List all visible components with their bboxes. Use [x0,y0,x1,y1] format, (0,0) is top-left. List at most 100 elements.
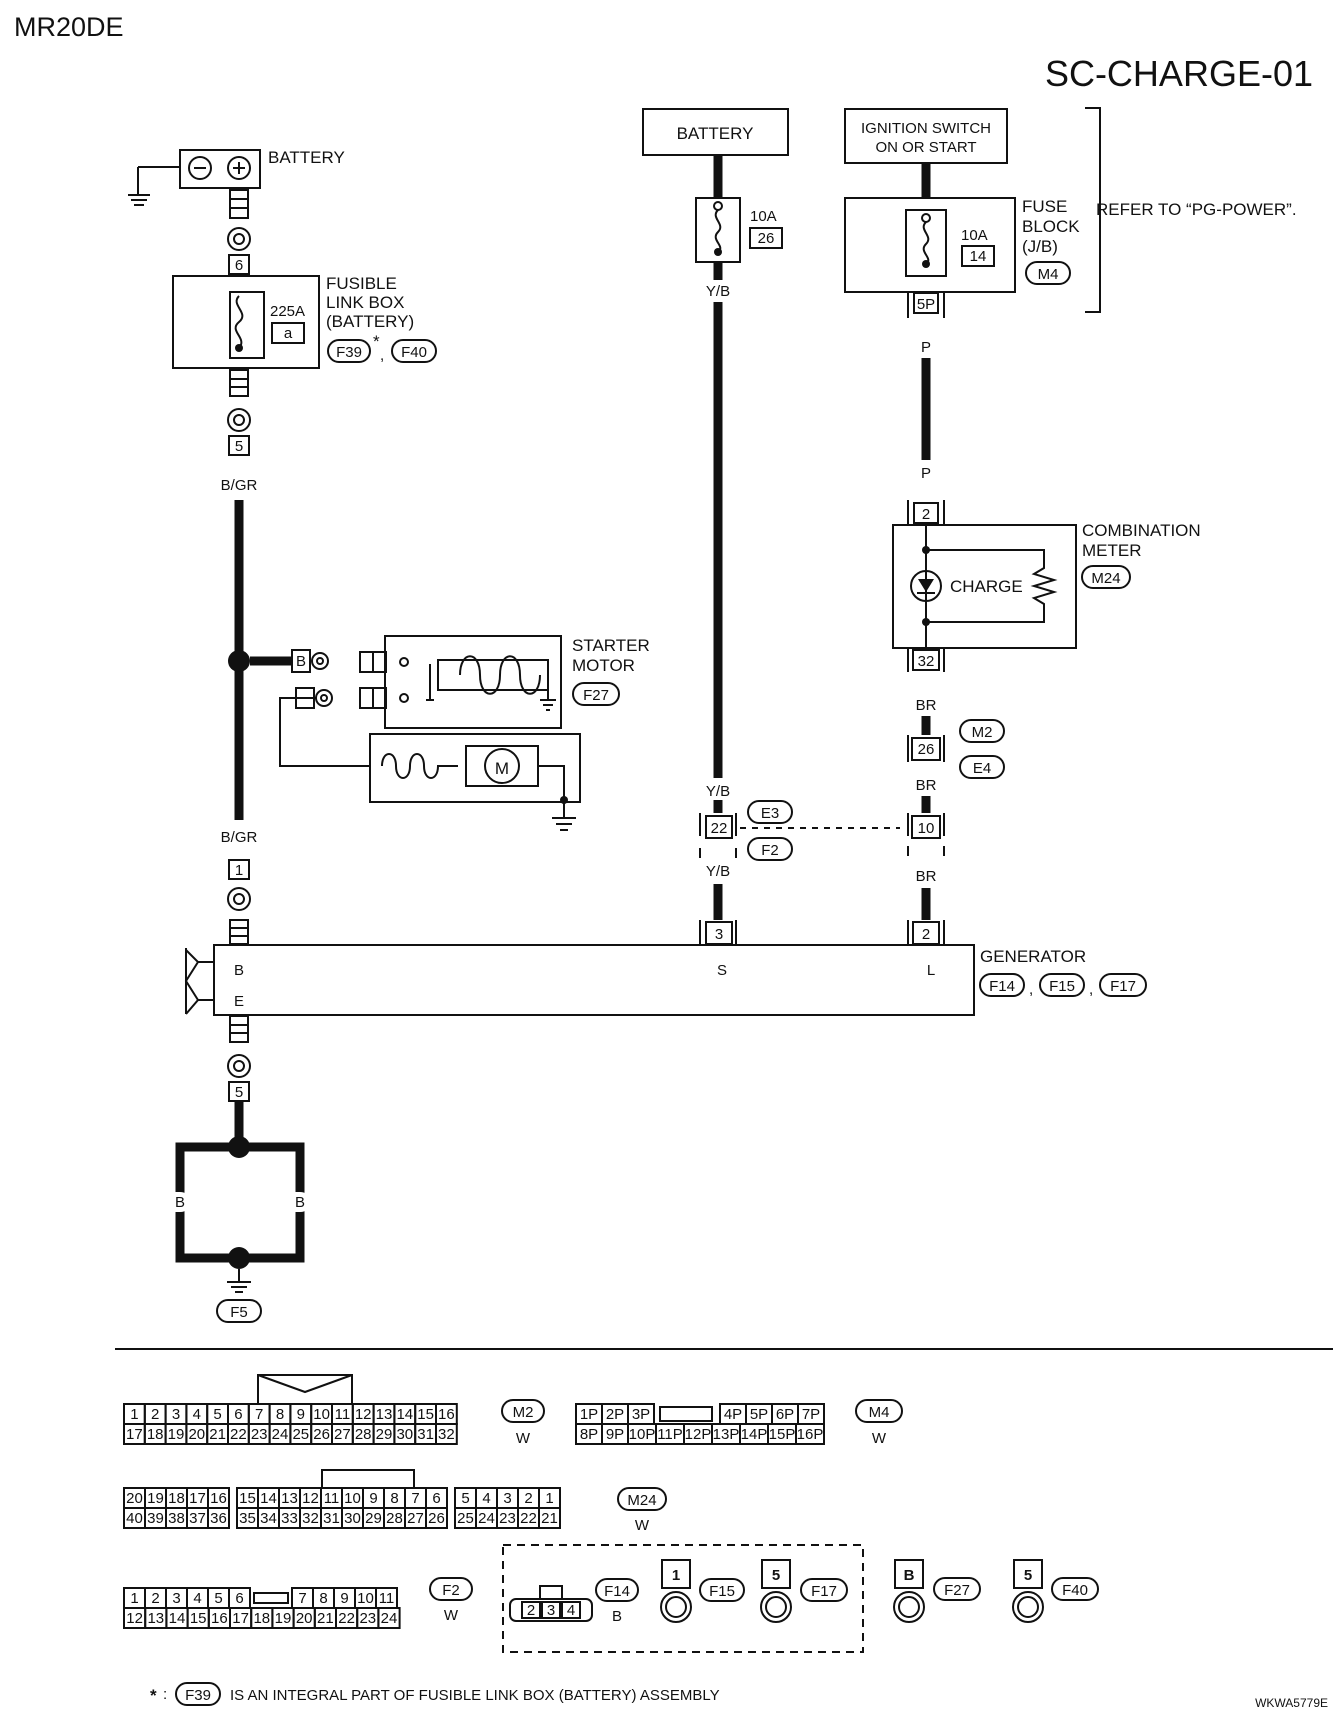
m2-pin-label: 25 [292,1426,309,1443]
pin-meter-in: 2 [922,506,930,523]
connector-view-f15: 1 F15 [660,1559,745,1623]
pin-gen-s: 3 [715,926,723,943]
pin-fl-in: 6 [235,257,243,274]
f2-pin-label: 11 [379,1590,395,1607]
starter-motor-connector: F27 [583,687,609,704]
ignition-switch-label-1: IGNITION SWITCH [861,120,991,137]
m24-pin-label: 8 [390,1490,398,1507]
m4-pin-label: 14P [741,1426,768,1443]
fuse-block-rating: 10A [961,227,988,244]
connector-view-m2-color: W [516,1430,531,1447]
m24-pin-label: 5 [461,1490,469,1507]
m24-pin-label: 22 [520,1510,537,1527]
f2-pin-label: 17 [232,1610,249,1627]
m2-pin-label: 22 [230,1426,247,1443]
m2-pin-label: 14 [396,1406,413,1423]
svg-text:,: , [1089,981,1093,998]
m2-pin-label: 7 [255,1406,263,1423]
pin-gen-b-term: 1 [235,862,243,879]
m2-pin-label: 18 [147,1426,164,1443]
charge-label: CHARGE [950,577,1023,596]
m24-pin-label: 3 [503,1490,511,1507]
connector-view-m24-color: W [635,1517,650,1534]
f2-pin-label: 16 [211,1610,228,1627]
f2-pin-label: 12 [126,1610,143,1627]
m2-pin-label: 10 [313,1406,330,1423]
m24-pin-label: 28 [386,1510,403,1527]
f2-pin-label: 13 [147,1610,164,1627]
m2-pin-label: 24 [272,1426,289,1443]
fusible-link-label-2: LINK BOX [326,293,404,312]
m4-pin-cell [795,1423,825,1445]
connector-view-f2-id: F2 [442,1582,460,1599]
fusible-link-star: * [373,332,380,351]
m2-pin-label: 20 [188,1426,205,1443]
ignition-switch: IGNITION SWITCH ON OR START [844,108,1008,164]
fuse-block-label-2: BLOCK [1022,217,1080,236]
m24-pin-label: 15 [239,1490,256,1507]
m2-pin-label: 5 [213,1406,221,1423]
f2-pin-label: 5 [214,1590,222,1607]
generator-connector-f17: F17 [1110,978,1136,995]
fusible-link-box: 225A a FUSIBLE LINK BOX (BATTERY) * F39 … [172,274,437,369]
m4-pin-label: 8P [580,1426,598,1443]
m2-pin-label: 17 [126,1426,143,1443]
m24-pin-label: 27 [407,1510,424,1527]
m2-pin-label: 21 [209,1426,226,1443]
f2-pin-label: 21 [317,1610,334,1627]
drawing-code: WKWA5779E [1255,1696,1328,1710]
svg-text:,: , [380,347,384,364]
connector-view-f40: 5 F40 [1012,1559,1099,1623]
m24-pin-label: 30 [344,1510,361,1527]
m24-pin-label: 1 [545,1490,553,1507]
m24-pin-label: 32 [302,1510,319,1527]
m24-pin-cell [425,1507,448,1529]
m2-pin-label: 6 [234,1406,242,1423]
m24-pin-label: 10 [344,1490,361,1507]
m4-pin-label: 12P [685,1426,712,1443]
m24-pin-label: 39 [147,1510,164,1527]
connector-view-m24-id: M24 [627,1492,656,1509]
wire-br-3: BR [916,868,937,885]
connector-view-f27-pin: B [904,1567,915,1584]
wire-yb-upper: Y/B [706,283,730,300]
connector-view-m2-id: M2 [513,1404,534,1421]
starter-motor-symbol: M [495,759,509,778]
wire-br-2: BR [916,777,937,794]
m4-pin-label: 3P [632,1406,650,1423]
m24-pin-label: 40 [126,1510,143,1527]
connector-view-f15-id: F15 [709,1583,735,1600]
m24-pin-cell [207,1507,230,1529]
connector-view-f14-pin-3: 3 [547,1602,555,1619]
engine-label: MR20DE [14,12,124,42]
m2-pin-label: 8 [276,1406,284,1423]
m4-pin-label: 5P [750,1406,768,1423]
svg-text::: : [163,1686,167,1703]
diagram-id: SC-CHARGE-01 [1045,53,1313,94]
wire-p-lower: P [921,465,931,482]
m2-pin-label: 28 [355,1426,372,1443]
m24-pin-label: 14 [260,1490,277,1507]
connector-view-f27-id: F27 [944,1582,970,1599]
m4-pin-label: 6P [776,1406,794,1423]
footnote-text: IS AN INTEGRAL PART OF FUSIBLE LINK BOX … [230,1687,720,1704]
wire-b-left: B [175,1194,185,1211]
wire-p-upper: P [921,339,931,356]
starter-motor-label-2: MOTOR [572,656,635,675]
m24-pin-label: 23 [499,1510,516,1527]
combination-meter-connector: M24 [1091,570,1120,587]
connector-view-m4-id: M4 [869,1404,890,1421]
generator-terminal-l: L [927,962,935,979]
m24-pin-label: 20 [126,1490,143,1507]
generator: B E S L GENERATOR F14 , F15 , F17 [184,944,1147,1016]
m24-pin-label: 25 [457,1510,474,1527]
m24-pin-label: 24 [478,1510,495,1527]
connector-view-f17-pin: 5 [772,1567,780,1584]
fuse-battery-no: 26 [758,230,775,247]
m24-pin-label: 2 [524,1490,532,1507]
f2-pin-label: 22 [338,1610,355,1627]
combination-meter: CHARGE COMBINATION METER M24 [892,521,1201,649]
